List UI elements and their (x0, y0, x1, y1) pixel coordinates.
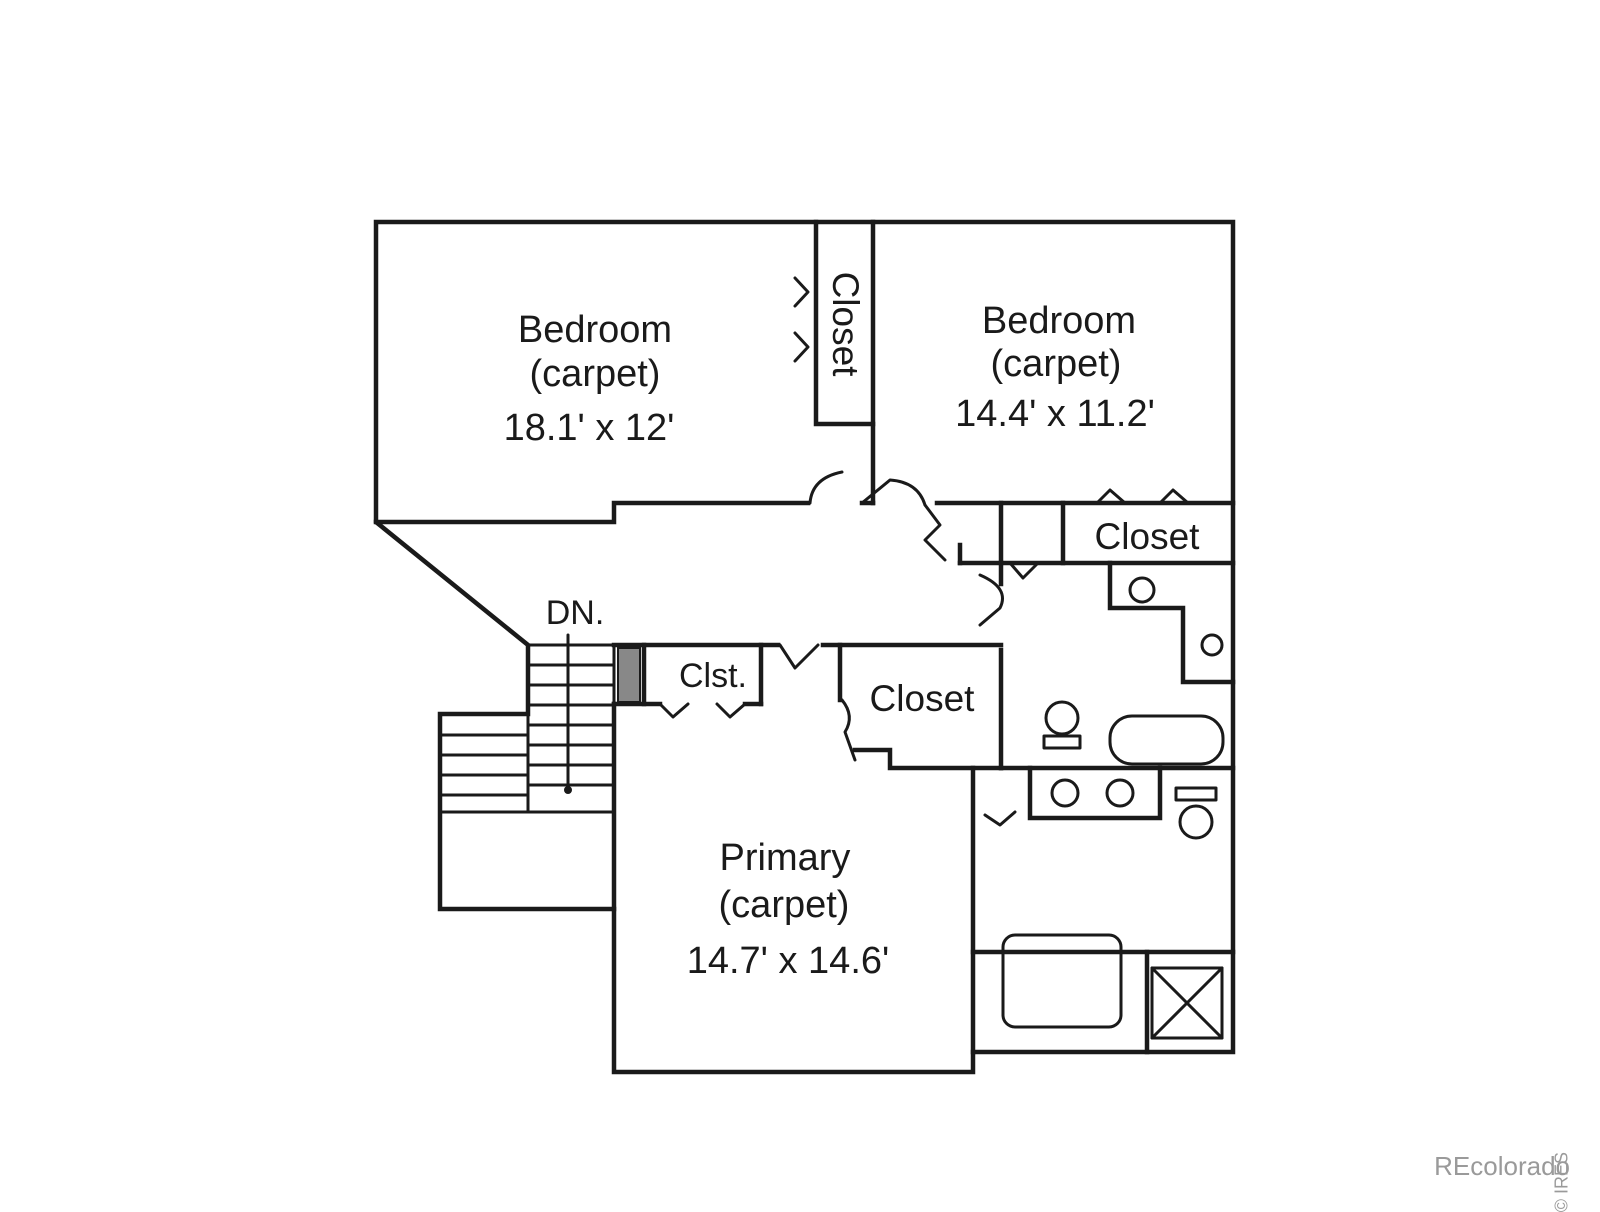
closet-right-label: Closet (1095, 516, 1201, 557)
ires-watermark: © IRES (1551, 1152, 1571, 1212)
bedroom-left-name: Bedroom (518, 309, 672, 351)
fixture-small-icon (1200, 633, 1224, 657)
closet-vertical-label: Closet (825, 272, 866, 378)
door-swings (778, 470, 1017, 827)
toilet-tank-upper (1042, 734, 1082, 750)
closet-center-label: Closet (870, 678, 976, 719)
sink-upper-icon (1128, 576, 1156, 604)
clst-label: Clst. (679, 657, 747, 695)
toilet-lower-icon (1178, 804, 1214, 840)
bedroom-right-floor: (carpet) (991, 343, 1122, 385)
hatched-post (617, 647, 641, 703)
toilet-tank-lower (1174, 786, 1218, 802)
fixtures (1001, 576, 1225, 1040)
primary-name: Primary (720, 837, 851, 879)
interior-walls (373, 219, 1236, 1055)
bedroom-left-size: 18.1' x 12' (504, 407, 675, 449)
bedroom-left-floor: (carpet) (530, 353, 661, 395)
sink-right-icon (1105, 778, 1135, 808)
staircase (438, 633, 641, 814)
brand-watermark: REcolorado (1434, 1151, 1570, 1181)
primary-floor: (carpet) (719, 884, 850, 926)
stairs-down-label: DN. (546, 594, 605, 632)
room-labels: Bedroom (carpet) 18.1' x 12' Bedroom (ca… (504, 272, 1201, 982)
closet-doors (658, 276, 1190, 719)
stair-arrow-dot-icon (564, 786, 572, 794)
bedroom-right-name: Bedroom (982, 300, 1136, 342)
shower-icon (1150, 966, 1224, 1040)
primary-size: 14.7' x 14.6' (687, 940, 890, 982)
toilet-upper-icon (1044, 700, 1080, 736)
bedroom-right-size: 14.4' x 11.2' (955, 393, 1155, 435)
sink-left-icon (1050, 778, 1080, 808)
bathtub-lower-icon (1001, 933, 1123, 1029)
bathtub-upper-icon (1108, 714, 1225, 766)
